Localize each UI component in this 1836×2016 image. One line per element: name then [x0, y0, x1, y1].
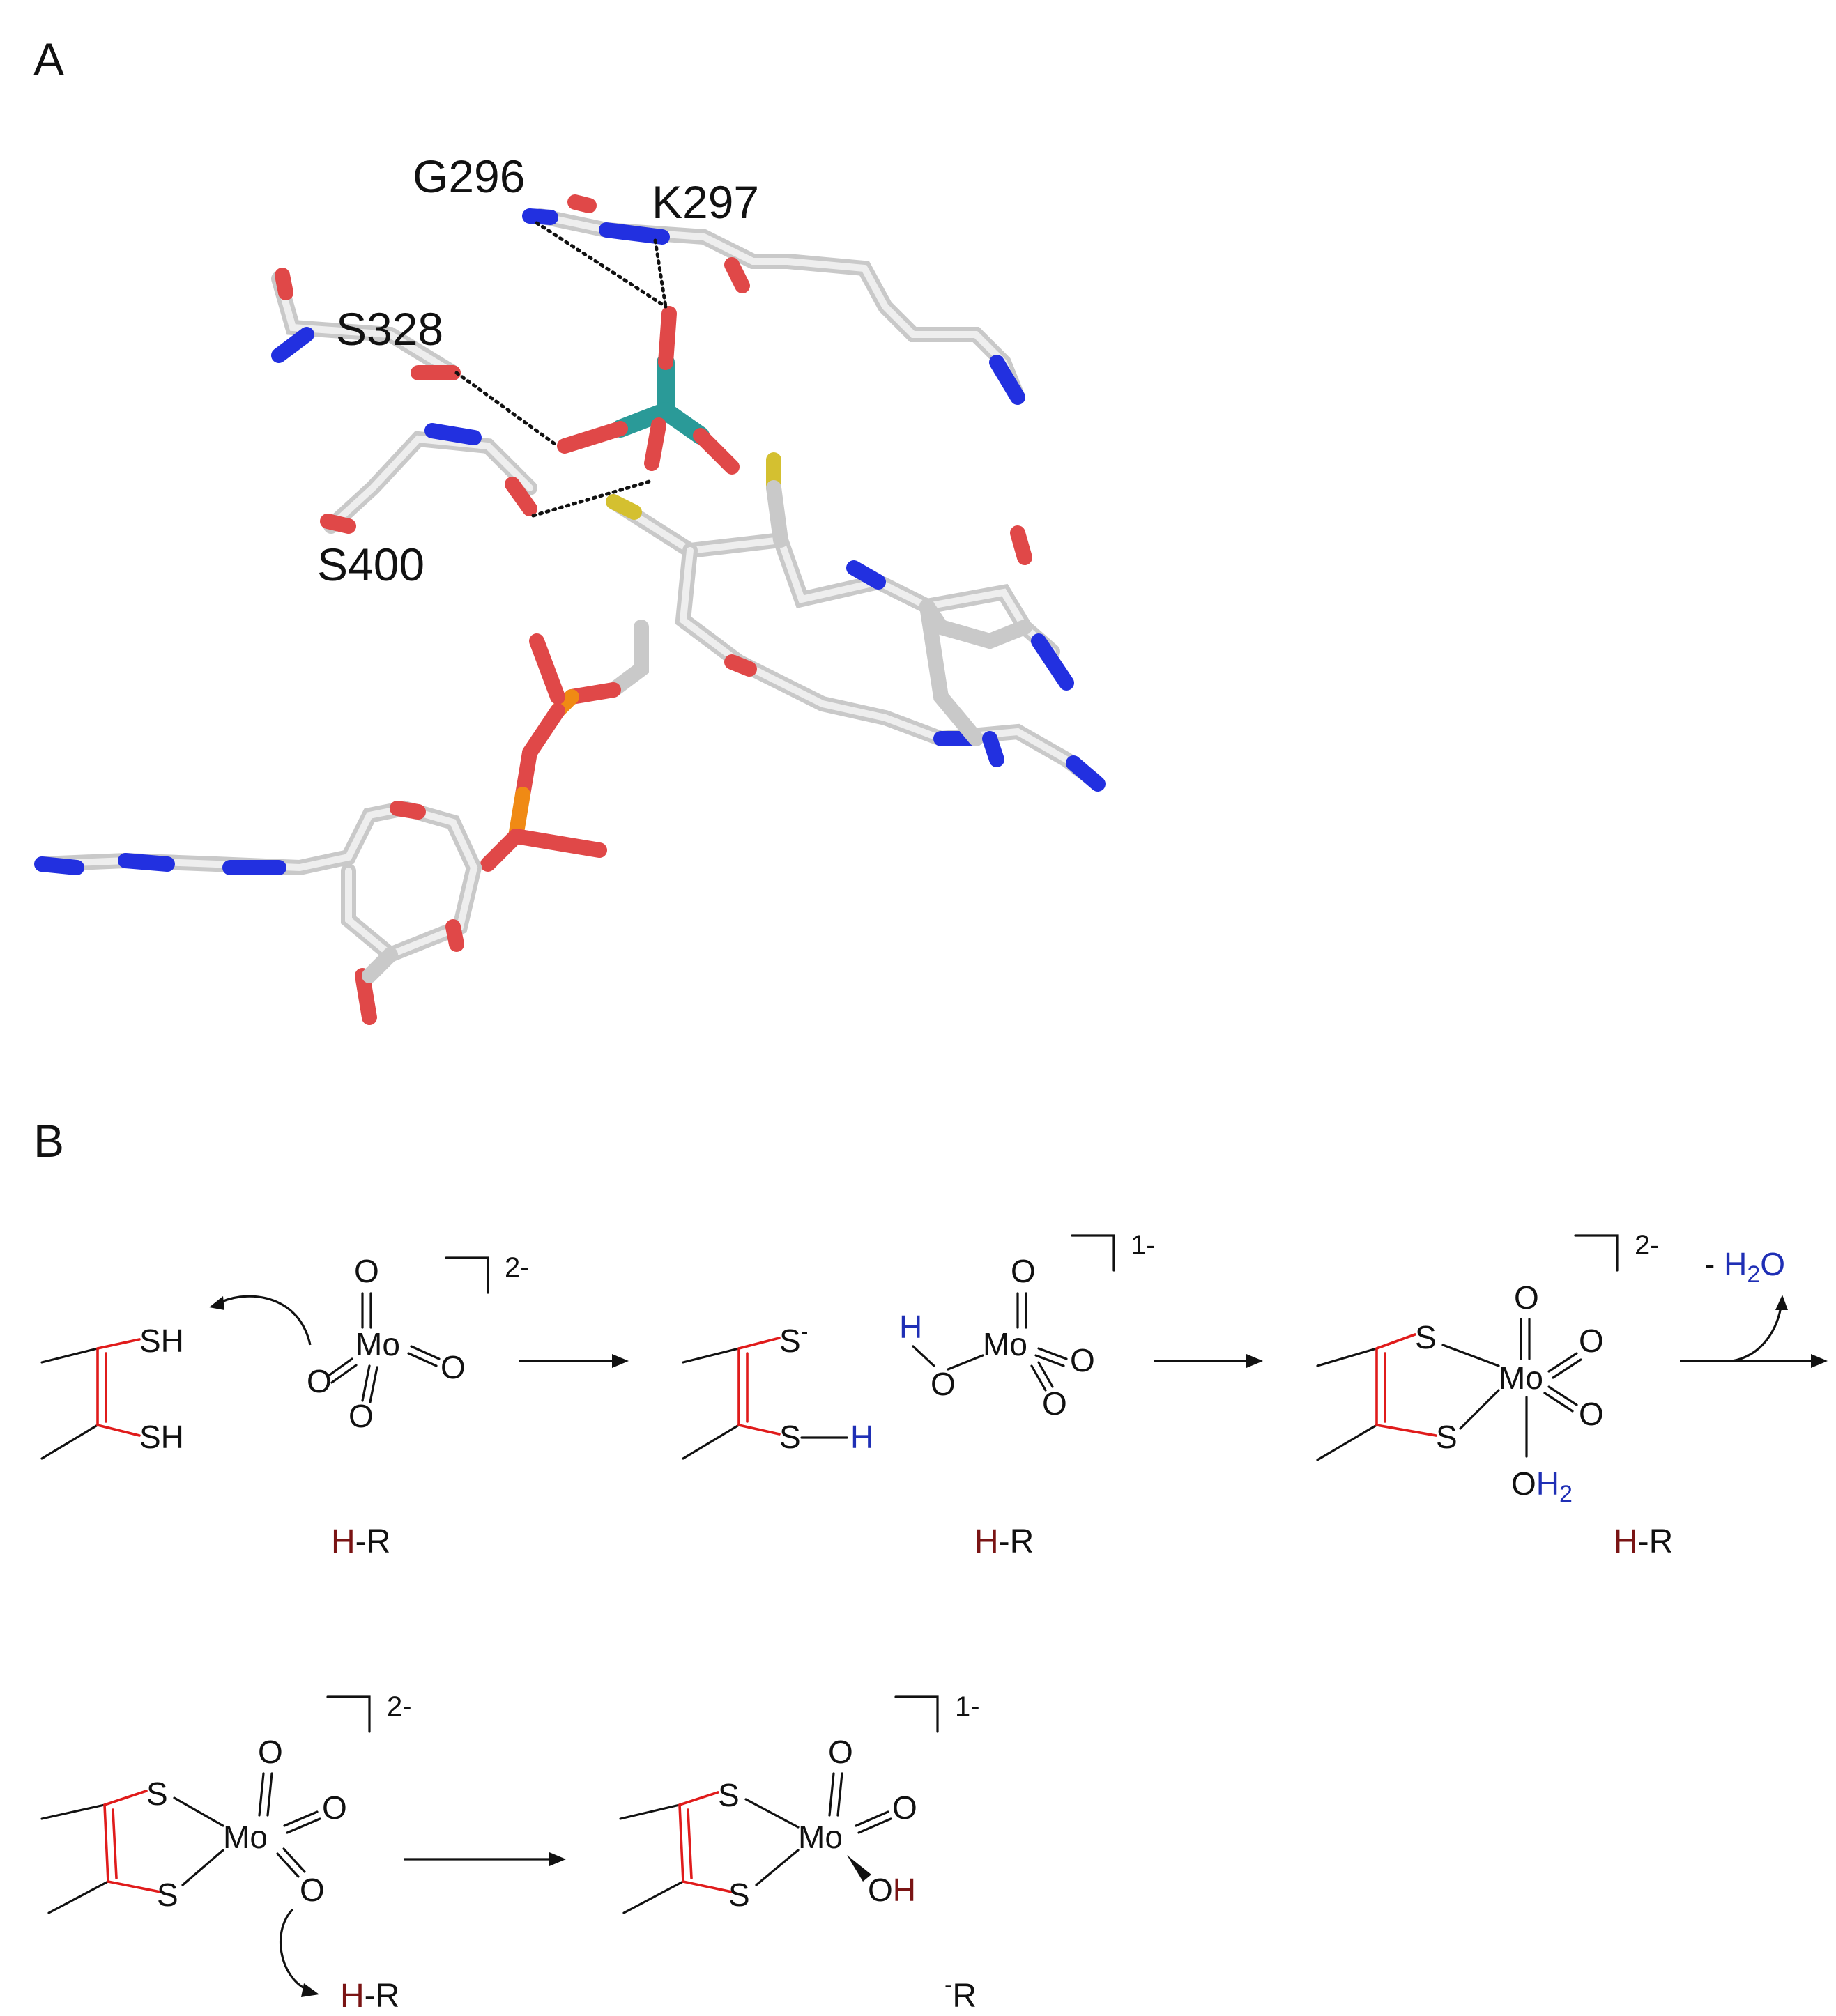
s3-oxo-top: O [1514, 1279, 1539, 1316]
s2-thiolate: S- [779, 1319, 808, 1359]
s3-charge: 2- [1635, 1230, 1660, 1261]
residue-s328-sticks [271, 268, 461, 380]
s1-oxo-left: O [307, 1363, 332, 1399]
s4-s-bottom: S [157, 1877, 178, 1913]
s5-charge: 1- [955, 1691, 980, 1722]
nucleotide-sticks [34, 800, 482, 1025]
s3-water: OH2 [1511, 1465, 1573, 1507]
s1-oxo-right: O [441, 1349, 466, 1385]
label-k297: K297 [652, 176, 759, 228]
s4-s-top: S [146, 1776, 168, 1812]
s2-oxo-right: O [1070, 1342, 1095, 1378]
s3-s-top: S [1415, 1319, 1437, 1355]
s2-substrate: H-R [974, 1523, 1034, 1560]
s1-thiol-bottom: SH [139, 1419, 184, 1455]
s4-substrate: H-R [340, 1978, 399, 2015]
s1-charge: 2- [505, 1252, 530, 1283]
step-5: S S Mo O O OH 1- -R [619, 1691, 980, 2015]
phosphate-sticks [480, 620, 649, 872]
s4-charge: 2- [387, 1691, 412, 1722]
panel-b-letter: B [33, 1115, 64, 1167]
s5-oxo-top: O [828, 1734, 853, 1770]
s2-metal: Mo [983, 1326, 1027, 1362]
s2-thiol-h: H [850, 1419, 873, 1455]
molybdate-sticks [557, 306, 740, 475]
s3-oxo-right-top: O [1579, 1323, 1604, 1359]
s3-s-bottom: S [1436, 1419, 1458, 1455]
label-g296: G296 [413, 151, 525, 202]
s1-substrate: H-R [331, 1523, 390, 1560]
label-s400: S400 [317, 539, 424, 590]
s2-oxo-bottom: O [1042, 1385, 1067, 1422]
s5-s-bottom: S [728, 1877, 750, 1913]
s4-oxo-bottom: O [300, 1872, 325, 1908]
s5-product: -R [944, 1972, 977, 2015]
s5-s-top: S [718, 1777, 740, 1813]
s4-oxo-top: O [258, 1734, 283, 1770]
s3-substrate: H-R [1614, 1523, 1673, 1560]
s3-oxo-right-bottom: O [1579, 1396, 1604, 1432]
s1-thiol-top: SH [139, 1323, 184, 1359]
s5-hydroxyl: OH [868, 1872, 916, 1908]
s2-charge: 1- [1131, 1230, 1156, 1261]
s1-oxo-bottom: O [349, 1398, 374, 1434]
s5-oxo-right: O [892, 1790, 917, 1826]
s5-metal: Mo [798, 1819, 843, 1855]
s2-hydroxyl-h: H [899, 1309, 922, 1345]
s3-metal: Mo [1499, 1360, 1543, 1396]
step-1: SH SH Mo O O O O 2- H-R [40, 1252, 530, 1560]
s2-hydroxyl-o: O [931, 1366, 956, 1402]
step-4: S S Mo O O O 2- H-R [40, 1691, 412, 2015]
mpt-sticks [606, 452, 1106, 792]
s4-metal: Mo [223, 1819, 268, 1855]
s2-thiol: S [779, 1419, 801, 1455]
panel-a-letter: A [33, 33, 64, 85]
label-s328: S328 [336, 303, 443, 355]
s5-wedge-bond [847, 1855, 871, 1882]
residue-k297-sticks [522, 194, 1025, 405]
step-3: S S Mo O O O OH2 2- - H2O H-R [1316, 1230, 1785, 1560]
s2-oxo-top: O [1011, 1253, 1036, 1289]
hydrogen-bonds [454, 221, 668, 518]
s4-oxo-right: O [322, 1790, 347, 1826]
s1-oxo-top: O [354, 1253, 379, 1289]
residue-s400-sticks [320, 423, 537, 534]
panel-a-structure [34, 194, 1106, 1025]
step-2: S- S H H O Mo O O O 1- H-R [682, 1230, 1156, 1560]
s1-metal: Mo [355, 1326, 400, 1362]
s3-water-loss: - H2O [1704, 1246, 1785, 1288]
